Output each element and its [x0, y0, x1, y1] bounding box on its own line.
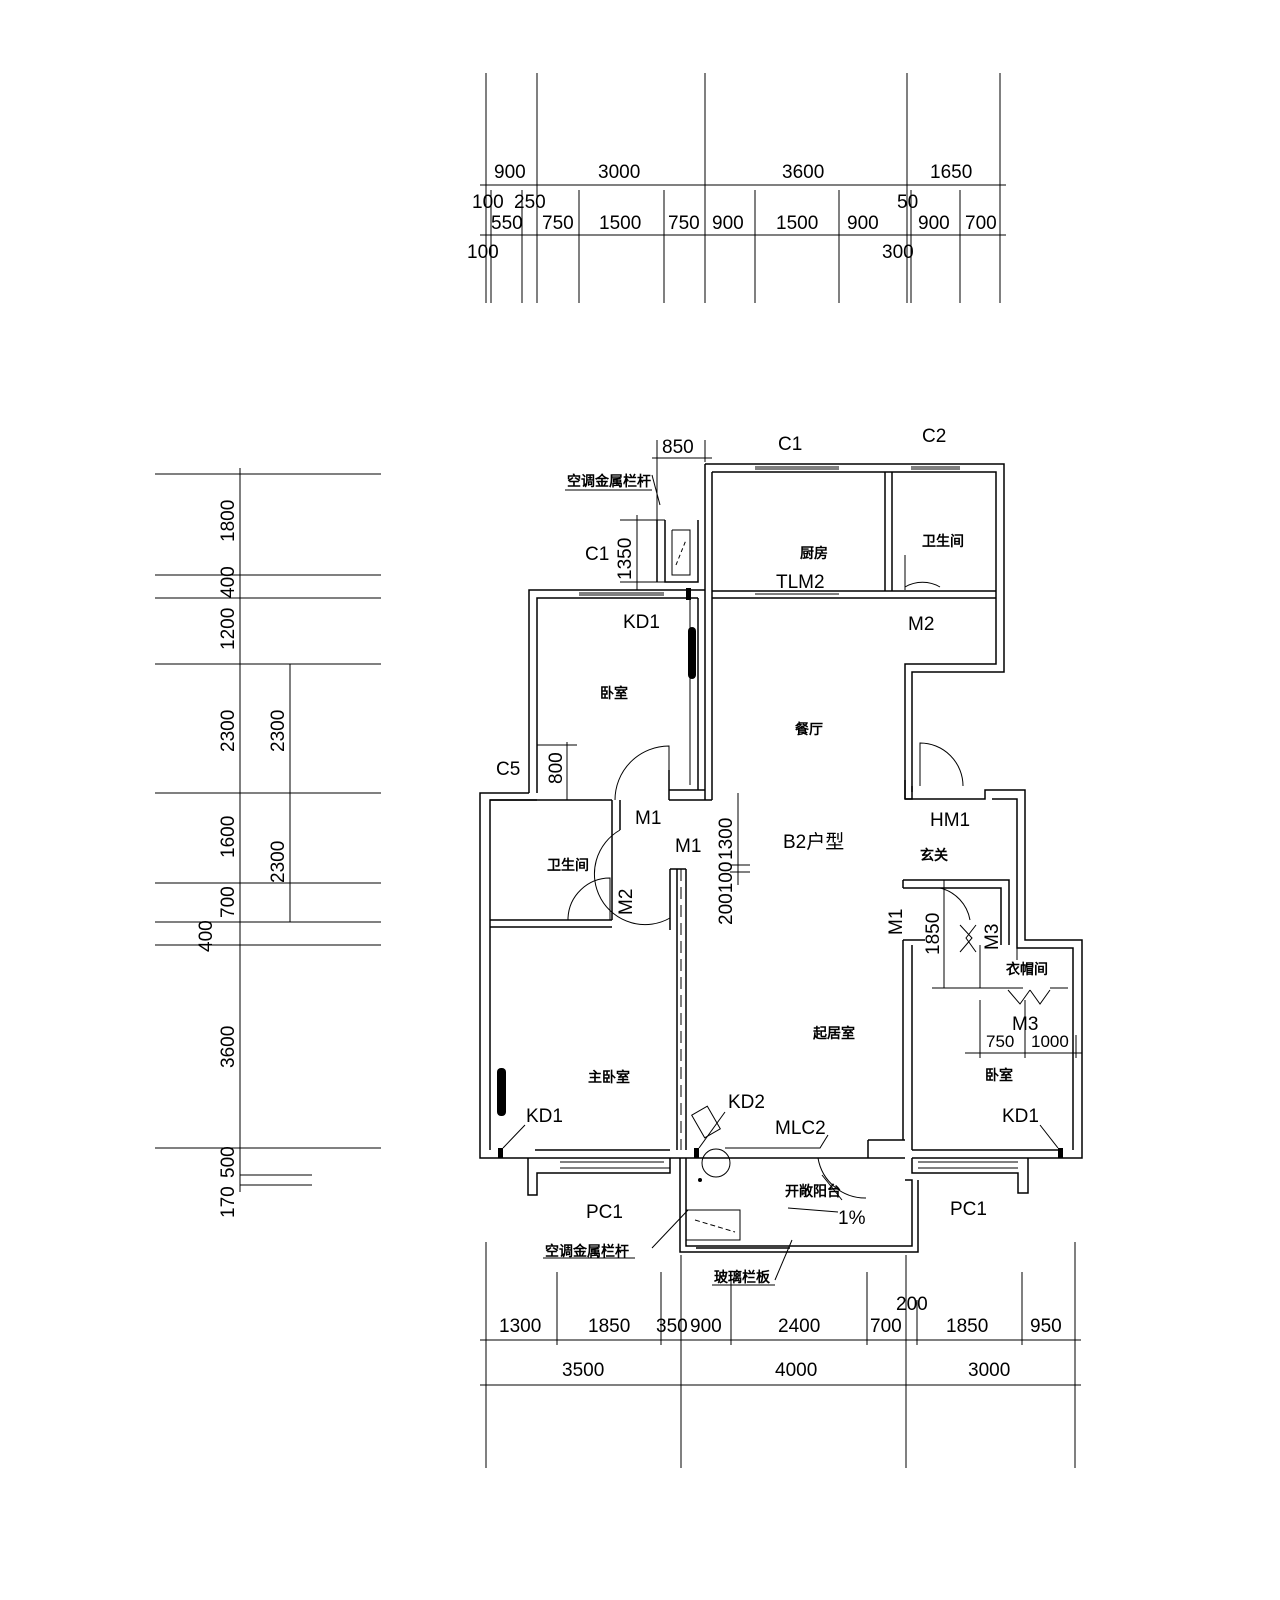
bottom-dim-2400: 2400 — [778, 1316, 820, 1337]
left-dim-2300a: 2300 — [218, 710, 239, 752]
bottom-dim-3500: 3500 — [562, 1360, 604, 1381]
label-hm1: HM1 — [930, 810, 970, 831]
left-dimension-lines — [155, 468, 381, 1192]
label-m1-a: M1 — [635, 808, 661, 829]
top-dim-3600: 3600 — [782, 162, 824, 183]
room-master-bedroom: 主卧室 — [588, 1069, 630, 1086]
label-ac-rail-bottom: 空调金属栏杆 — [545, 1243, 629, 1260]
left-dim-700: 700 — [218, 886, 239, 918]
room-dining: 餐厅 — [794, 721, 823, 738]
label-kd1-left: KD1 — [526, 1106, 563, 1127]
label-tlm2: TLM2 — [776, 572, 825, 593]
dim-800: 800 — [546, 752, 567, 784]
top-dim-900c: 900 — [918, 213, 950, 234]
dim-1300: 1300 — [716, 818, 737, 860]
label-ac-rail-top: 空调金属栏杆 — [567, 473, 651, 490]
bottom-dim-1300: 1300 — [499, 1316, 541, 1337]
top-dim-1650: 1650 — [930, 162, 972, 183]
dim-750: 750 — [986, 1032, 1014, 1051]
label-c1-top: C1 — [778, 434, 802, 455]
bottom-dim-1850a: 1850 — [588, 1316, 630, 1337]
bottom-dim-700: 700 — [870, 1316, 902, 1337]
left-dim-1200: 1200 — [218, 608, 239, 650]
label-mlc2: MLC2 — [775, 1118, 826, 1139]
dim-200100: 200100 — [716, 862, 737, 925]
label-c1-left: C1 — [585, 544, 609, 565]
top-dim-100: 100 — [472, 192, 504, 213]
top-dim-1500b: 1500 — [776, 213, 818, 234]
top-dim-100b: 100 — [467, 242, 499, 263]
left-dim-500: 500 — [218, 1146, 239, 1178]
top-dim-1500a: 1500 — [599, 213, 641, 234]
left-dim-1600: 1600 — [218, 816, 239, 858]
room-bath-top: 卫生间 — [922, 533, 964, 550]
top-dim-550: 550 — [491, 213, 523, 234]
dim-1000: 1000 — [1031, 1032, 1069, 1051]
bottom-dim-900: 900 — [690, 1316, 722, 1337]
top-dim-250: 250 — [514, 192, 546, 213]
room-living: 起居室 — [812, 1025, 855, 1042]
top-dim-900b: 900 — [847, 213, 879, 234]
label-glass-rail: 玻璃栏板 — [714, 1269, 771, 1286]
left-dim-400b: 400 — [196, 920, 217, 952]
room-balcony: 开敞阳台 — [785, 1183, 841, 1200]
label-pc1-left: PC1 — [586, 1202, 623, 1223]
room-unit-type: B2户型 — [783, 831, 844, 853]
label-m1-right: M1 — [886, 909, 907, 935]
label-c5: C5 — [496, 759, 520, 780]
label-pc1-right: PC1 — [950, 1199, 987, 1220]
room-kitchen: 厨房 — [800, 545, 828, 562]
label-c2: C2 — [922, 426, 946, 447]
room-closet: 衣帽间 — [1006, 961, 1048, 978]
room-bath-left: 卫生间 — [547, 857, 589, 874]
left-dim-2300c: 2300 — [268, 841, 289, 883]
label-kd1-right: KD1 — [1002, 1106, 1039, 1127]
label-m1-b: M1 — [675, 836, 701, 857]
left-dim-3600: 3600 — [218, 1026, 239, 1068]
bottom-dim-200: 200 — [896, 1294, 928, 1315]
top-dim-3000: 3000 — [598, 162, 640, 183]
bottom-dimension-lines — [480, 1242, 1081, 1468]
room-entry: 玄关 — [920, 847, 948, 864]
top-dim-700: 700 — [965, 213, 997, 234]
label-kd1-top: KD1 — [623, 612, 660, 633]
left-dim-400a: 400 — [218, 566, 239, 598]
label-m3-b: M3 — [1012, 1014, 1038, 1035]
door-swings — [497, 555, 1063, 1213]
bottom-dim-3000: 3000 — [968, 1360, 1010, 1381]
dim-1350: 1350 — [615, 538, 636, 580]
top-dim-750a: 750 — [542, 213, 574, 234]
label-m3-a: M3 — [982, 924, 1003, 950]
left-dim-1800: 1800 — [218, 500, 239, 542]
bottom-dim-1850b: 1850 — [946, 1316, 988, 1337]
top-dim-900a: 900 — [712, 213, 744, 234]
label-kd2: KD2 — [728, 1092, 765, 1113]
dim-1850-closet: 1850 — [923, 913, 944, 955]
left-dim-2300b: 2300 — [268, 710, 289, 752]
left-dim-170: 170 — [218, 1186, 239, 1218]
top-dim-300: 300 — [882, 242, 914, 263]
top-dimension-lines — [480, 73, 1006, 303]
label-m2-left: M2 — [616, 889, 637, 915]
room-bedroom-top: 卧室 — [600, 685, 628, 702]
balcony-slope: 1% — [838, 1208, 866, 1229]
top-dim-900: 900 — [494, 162, 526, 183]
windows — [482, 466, 1018, 1163]
room-bedroom-right: 卧室 — [985, 1067, 1013, 1084]
top-dim-50: 50 — [897, 192, 918, 213]
dim-850: 850 — [662, 437, 694, 458]
inner-dimension-lines — [537, 440, 1082, 1286]
top-dim-750b: 750 — [668, 213, 700, 234]
bottom-dim-4000: 4000 — [775, 1360, 817, 1381]
label-m2-top: M2 — [908, 614, 934, 635]
walls — [479, 463, 1083, 1253]
bottom-dim-350: 350 — [656, 1316, 688, 1337]
bottom-dim-950: 950 — [1030, 1316, 1062, 1337]
